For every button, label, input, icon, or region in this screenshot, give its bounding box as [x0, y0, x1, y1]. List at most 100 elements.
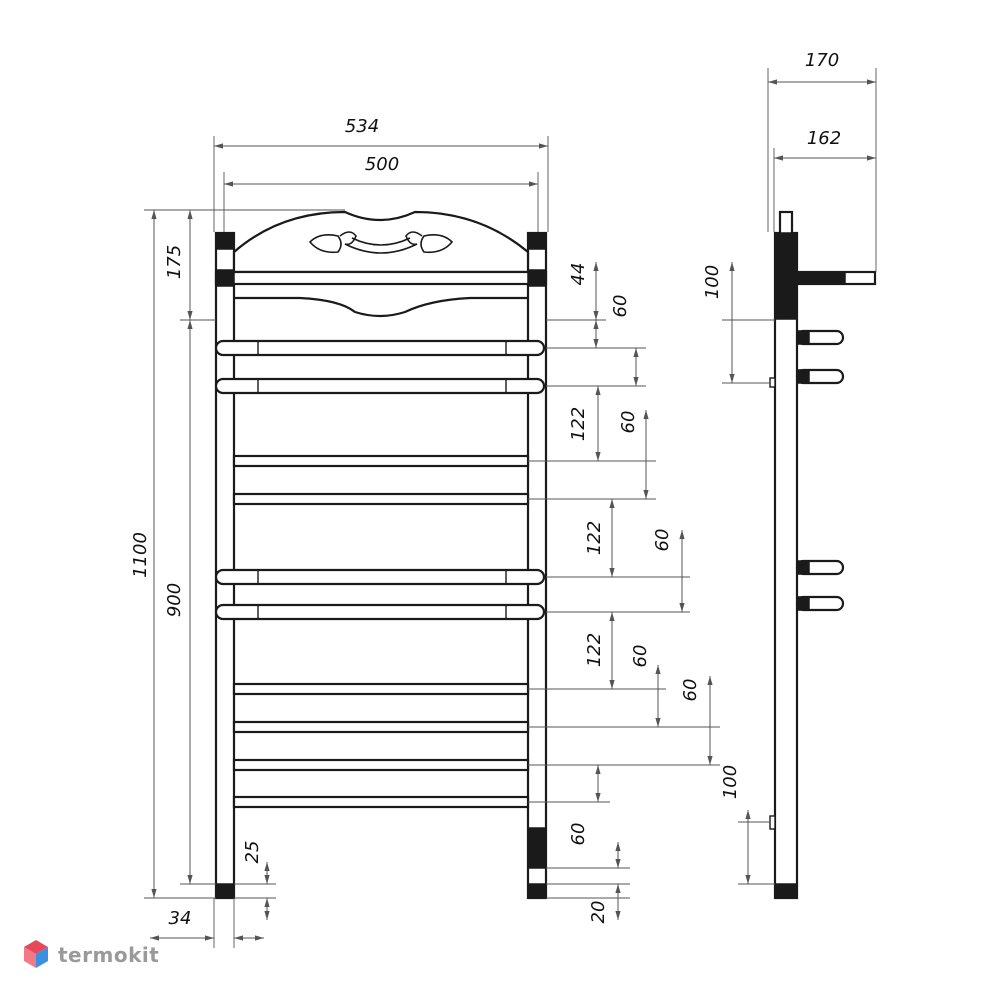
dimension-arrowhead	[867, 155, 876, 161]
rail-cap-top-right	[527, 232, 547, 250]
flat-bar-5	[232, 758, 530, 772]
towel-bar-3	[214, 568, 546, 586]
dim-1100: 1100	[130, 532, 151, 578]
dimension-arrowhead	[593, 262, 599, 271]
dim-900: 900	[164, 583, 185, 617]
panel-lower-wave	[234, 296, 528, 318]
dimension-arrowhead	[593, 320, 599, 329]
dimension-arrowhead	[609, 568, 615, 577]
dimension-arrowhead	[679, 603, 685, 612]
dim-60-c: 60	[652, 529, 673, 552]
dimension-arrowhead	[539, 143, 548, 149]
dim-34: 34	[169, 908, 192, 929]
dim-25: 25	[242, 841, 263, 864]
dimension-arrowhead	[255, 935, 264, 941]
dimension-arrowhead	[609, 680, 615, 689]
towel-bar-4	[214, 603, 546, 621]
dimension-arrowhead	[593, 339, 599, 348]
dimension-arrowhead	[615, 859, 621, 868]
flat-bar-1	[232, 454, 530, 468]
brand-name: termokit	[58, 943, 160, 967]
dimension-labels: 534 500 170 162 1100 175 900 25 34 44 60…	[130, 50, 841, 929]
dim-122-a: 122	[568, 407, 589, 441]
dimension-arrowhead	[774, 155, 783, 161]
dim-20: 20	[588, 901, 609, 924]
dimension-arrowhead	[151, 889, 157, 898]
top-crossbar	[214, 270, 548, 286]
dimension-arrowhead	[745, 875, 751, 884]
dim-122-b: 122	[584, 521, 605, 555]
dimension-arrowhead	[655, 665, 661, 674]
towel-bar-2	[214, 377, 546, 395]
dim-60-f: 60	[568, 823, 589, 846]
side-view	[769, 210, 877, 900]
dimension-arrowhead	[595, 793, 601, 802]
towel-bar-1	[214, 339, 546, 357]
side-rail	[773, 231, 799, 900]
dimension-arrowhead	[187, 320, 193, 329]
dimension-arrowhead	[768, 79, 777, 85]
dimension-arrowhead	[264, 911, 270, 920]
dimension-arrowhead	[643, 490, 649, 499]
flat-bar-6	[232, 795, 530, 809]
dimension-arrowhead	[595, 765, 601, 774]
dimension-arrowhead	[643, 410, 649, 419]
dimension-arrowhead	[529, 181, 538, 187]
dimension-arrowhead	[729, 262, 735, 271]
front-view	[214, 210, 548, 900]
dim-122-c: 122	[584, 633, 605, 667]
dim-534: 534	[345, 116, 379, 137]
valve-block	[528, 827, 546, 869]
dimension-arrowhead	[679, 530, 685, 539]
dimension-arrowhead	[707, 676, 713, 685]
dimension-arrowhead	[150, 935, 159, 941]
dim-60-a: 60	[610, 295, 631, 318]
dimension-arrowhead	[615, 884, 621, 893]
dimension-arrowhead	[745, 810, 751, 819]
side-mount-bottom	[769, 815, 776, 830]
dimension-arrowhead	[187, 875, 193, 884]
rail-cap-top-left	[215, 232, 235, 250]
dimension-arrowhead	[151, 210, 157, 219]
dimension-arrowhead	[264, 898, 270, 907]
dimension-arrowhead	[595, 452, 601, 461]
dimension-arrowhead	[595, 386, 601, 395]
brand-logo-icon	[24, 940, 48, 968]
left-rail	[214, 231, 236, 900]
dimension-arrowhead	[867, 79, 876, 85]
top-decorative-panel	[232, 210, 530, 274]
dim-170: 170	[805, 50, 839, 71]
dimension-arrowhead	[707, 756, 713, 765]
flat-bar-4	[232, 720, 530, 734]
dim-side-100-top: 100	[702, 265, 723, 299]
dimension-arrowhead	[214, 143, 223, 149]
dimension-arrowhead	[187, 311, 193, 320]
dimension-arrowhead	[593, 311, 599, 320]
dimension-arrowhead	[224, 181, 233, 187]
brand-watermark: termokit	[22, 934, 159, 976]
flat-bar-2	[232, 492, 530, 506]
panel-ornament	[308, 231, 454, 254]
dim-44: 44	[568, 263, 589, 286]
dimension-arrowhead	[633, 377, 639, 386]
dimension-arrowhead	[615, 911, 621, 920]
dimension-arrowhead	[187, 210, 193, 219]
dimension-arrows	[150, 79, 876, 941]
dimension-arrowhead	[633, 348, 639, 357]
dim-175: 175	[164, 245, 185, 279]
dimension-arrowhead	[609, 612, 615, 621]
side-mount-top	[769, 377, 776, 388]
dim-60-b: 60	[618, 411, 639, 434]
dimension-arrowhead	[655, 718, 661, 727]
dimension-arrowhead	[264, 862, 270, 871]
dimension-arrowhead	[205, 935, 214, 941]
dim-500: 500	[365, 154, 399, 175]
dimension-arrowhead	[609, 499, 615, 508]
dim-60-e: 60	[680, 679, 701, 702]
dimension-arrowhead	[615, 842, 621, 851]
dimension-lines	[144, 68, 877, 948]
dim-162: 162	[807, 128, 841, 149]
dim-60-d: 60	[630, 645, 651, 668]
flat-bar-3	[232, 682, 530, 696]
